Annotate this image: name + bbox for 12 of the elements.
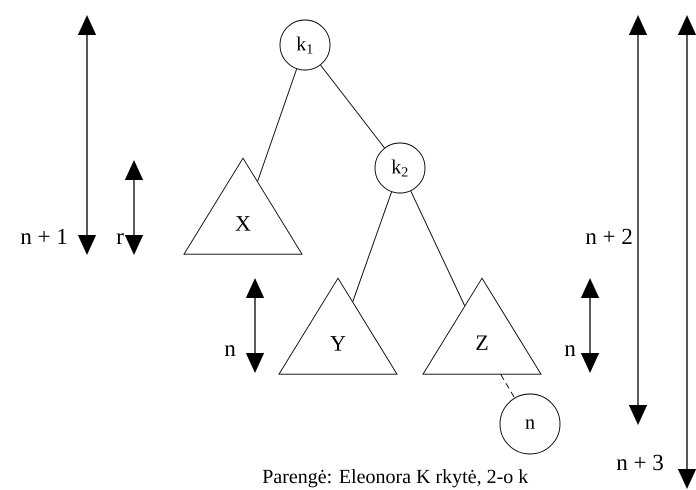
tree-edge <box>257 68 298 182</box>
tree-edge <box>320 64 385 148</box>
dimension-label: n <box>564 345 576 356</box>
dimension-label: r <box>116 233 124 244</box>
dimension-label: n + 2 <box>586 228 632 244</box>
tree-edge <box>352 192 392 302</box>
dashed-line <box>500 374 515 398</box>
tree-edge <box>410 190 465 306</box>
dimension-label: n + 3 <box>616 454 663 470</box>
credit-text: Parengė: Eleonora K rkytė, 2-o k <box>262 469 528 488</box>
dimension-label: n <box>224 345 236 356</box>
dimension-label: n + 1 <box>20 228 66 244</box>
